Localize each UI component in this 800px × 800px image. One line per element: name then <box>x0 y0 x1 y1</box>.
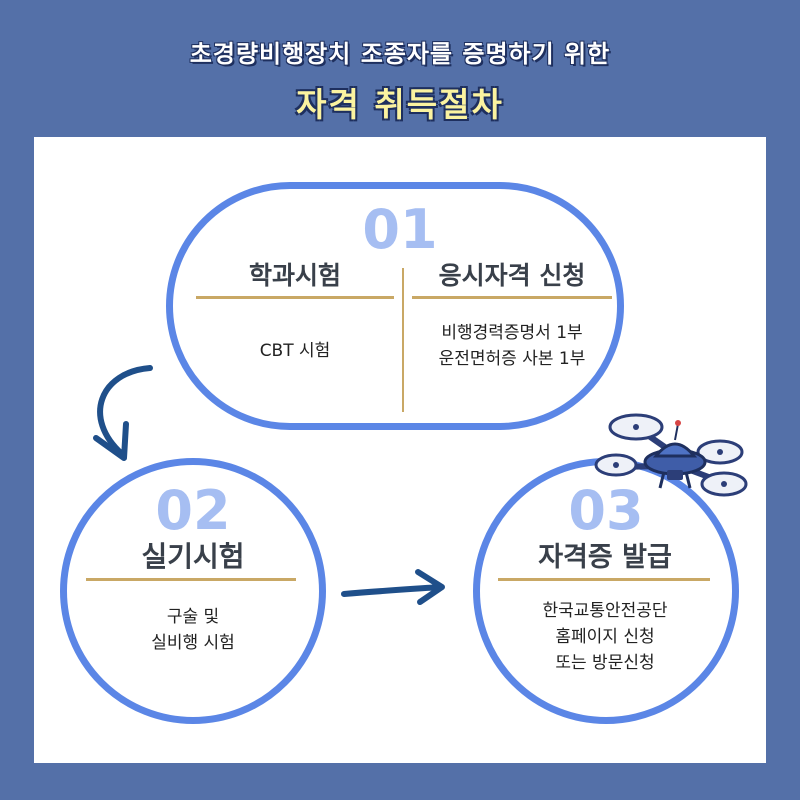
step-3-text: 한국교통안전공단 홈페이지 신청 또는 방문신청 <box>500 598 710 676</box>
step-3-line-2: 홈페이지 신청 <box>555 627 655 647</box>
step-2-text: 구술 및 실비행 시험 <box>88 604 298 656</box>
step-2-heading: 실기시험 <box>141 540 245 573</box>
drone-icon <box>594 413 748 497</box>
step-3-line-1: 한국교통안전공단 <box>542 601 668 621</box>
step-1-right-line-2: 운전면허증 사본 1부 <box>438 349 586 369</box>
step-1-number: 01 <box>362 198 438 261</box>
step-1-card <box>166 182 624 430</box>
step-2-line-1: 구술 및 <box>166 607 220 627</box>
step-3-circle <box>473 458 739 724</box>
step-1-heading-left: 학과시험 <box>248 261 341 290</box>
step-3-line-3: 또는 방문신청 <box>555 653 655 673</box>
step-1-left-line: CBT 시험 <box>259 341 331 361</box>
step-1-right-line-1: 비행경력증명서 1부 <box>441 323 583 343</box>
step-3-divider <box>498 578 710 581</box>
page-title: 자격 취득절차 <box>296 85 504 124</box>
step-3-heading: 자격증 발급 <box>538 542 672 573</box>
step-2-divider <box>86 578 296 581</box>
step-2-number: 02 <box>155 479 231 542</box>
step-1-column-separator <box>402 268 404 412</box>
step-1-right-text: 비행경력증명서 1부 운전면허증 사본 1부 <box>412 320 612 372</box>
step-1-heading-right: 응시자격 신청 <box>438 261 586 290</box>
step-1-divider-right <box>412 296 612 299</box>
step-1-divider-left <box>196 296 394 299</box>
right-arrow-icon <box>341 569 445 605</box>
page-subtitle: 초경량비행장치 조종자를 증명하기 위한 <box>189 40 611 68</box>
step-2-circle <box>60 458 326 724</box>
step-3-number: 03 <box>568 479 644 542</box>
curved-arrow-icon <box>93 365 153 461</box>
step-2-line-2: 실비행 시험 <box>151 633 235 653</box>
step-1-left-text: CBT 시험 <box>196 338 394 364</box>
